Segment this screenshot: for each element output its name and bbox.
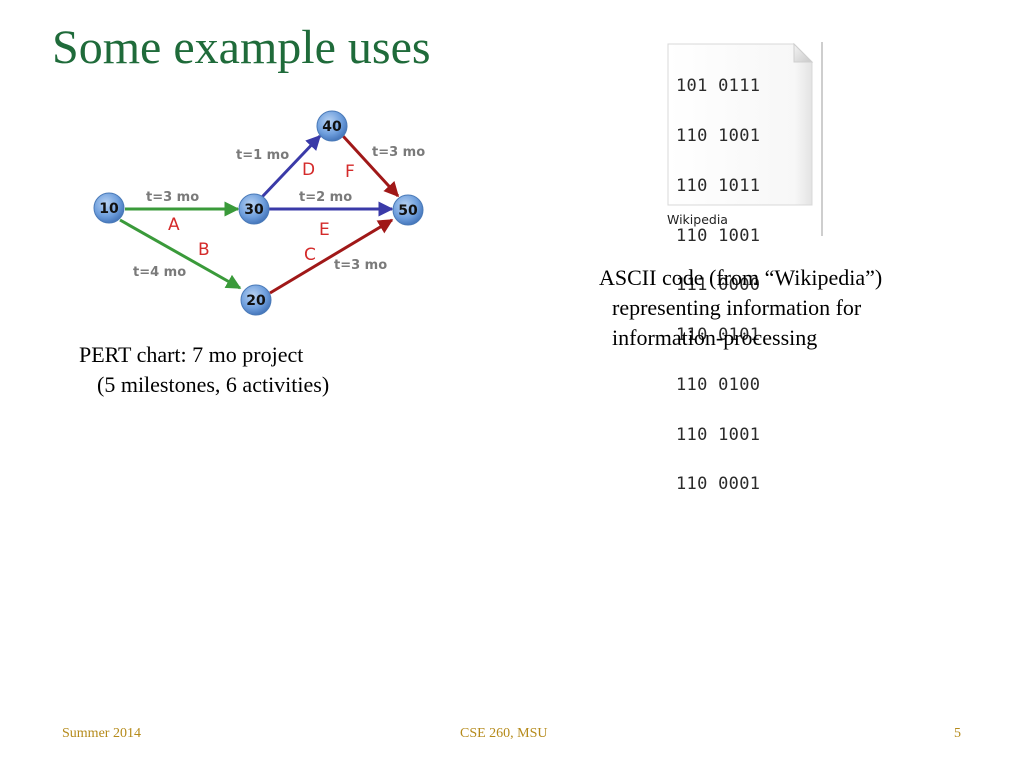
activity-e-duration: t=2 mo	[299, 190, 352, 205]
ascii-code-line: 110 0100	[676, 374, 761, 395]
activity-f-duration: t=3 mo	[372, 145, 425, 160]
footer-date: Summer 2014	[62, 726, 141, 741]
activity-e-letter: E	[319, 220, 330, 240]
milestone-node-10: 10	[93, 192, 125, 224]
pert-caption-line1: PERT chart: 7 mo project	[79, 342, 304, 367]
ascii-code-line: 101 0111	[676, 76, 761, 97]
ascii-code-line: 110 1001	[676, 125, 761, 146]
milestone-node-50: 50	[392, 194, 424, 226]
ascii-code-line: 110 1001	[676, 225, 761, 246]
activity-d-arrow	[260, 134, 322, 199]
footer-course: CSE 260, MSU	[460, 726, 548, 741]
activity-f-letter: F	[345, 162, 355, 182]
activity-c-duration: t=3 mo	[334, 258, 387, 273]
milestone-label: 10	[99, 201, 119, 217]
ascii-caption-line2: representing information for	[612, 295, 862, 320]
milestone-label: 30	[244, 202, 264, 218]
pert-caption-line2: (5 milestones, 6 activities)	[97, 372, 330, 397]
ascii-source-label: Wikipedia	[667, 212, 728, 227]
slide-title: Some example uses	[52, 21, 431, 74]
activity-b-letter: B	[198, 240, 210, 260]
activity-f-arrow	[341, 134, 400, 198]
ascii-code-line: 110 1011	[676, 175, 761, 196]
ascii-code-line: 110 1001	[676, 424, 761, 445]
activity-d-letter: D	[302, 160, 315, 180]
milestone-node-40: 40	[316, 110, 348, 142]
activity-a-letter: A	[168, 215, 180, 235]
pert-caption: PERT chart: 7 mo project (5 milestones, …	[79, 340, 439, 400]
milestone-label: 20	[246, 293, 266, 309]
ascii-code-block: 101 0111 110 1001 110 1011 110 1001 111 …	[676, 45, 760, 510]
ascii-file-icon	[664, 42, 824, 236]
activity-b-arrow	[119, 218, 242, 290]
activity-b-duration: t=4 mo	[133, 265, 186, 280]
ascii-caption-line3: information-processing	[612, 325, 818, 350]
milestone-node-30: 30	[238, 193, 270, 225]
activity-d-duration: t=1 mo	[236, 148, 289, 163]
activity-c-letter: C	[304, 245, 316, 265]
ascii-caption: ASCII code (from “Wikipedia”) representi…	[599, 263, 999, 353]
milestone-node-20: 20	[240, 284, 272, 316]
pert-chart-diagram: A B C D E F t=3 mo t=4 mo t=3 mo t=1 mo …	[93, 110, 425, 316]
ascii-caption-line1: ASCII code (from “Wikipedia”)	[599, 265, 883, 290]
ascii-code-line: 110 0001	[676, 474, 761, 495]
milestone-label: 50	[398, 203, 418, 219]
ascii-code-line: 110 0101	[676, 325, 761, 346]
ascii-code-line: 111 0000	[676, 275, 761, 296]
activity-c-arrow	[269, 218, 394, 295]
milestone-label: 40	[322, 119, 342, 135]
footer-page-number: 5	[954, 726, 961, 741]
activity-a-duration: t=3 mo	[146, 190, 199, 205]
